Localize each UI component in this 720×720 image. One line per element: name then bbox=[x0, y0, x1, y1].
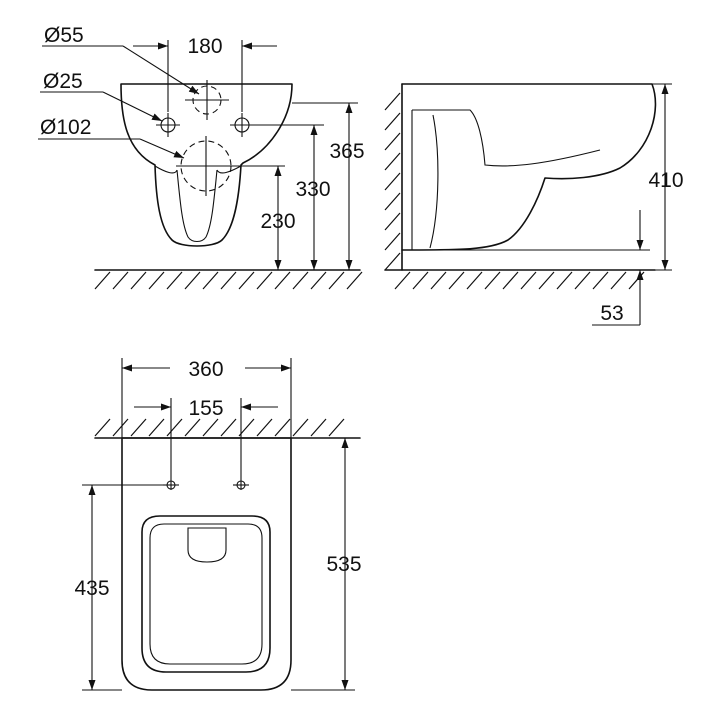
dim-360-label: 360 bbox=[188, 358, 223, 381]
side-bowl-inner bbox=[412, 109, 601, 167]
side-bowl-outline bbox=[401, 83, 657, 251]
dim-535-label: 535 bbox=[326, 553, 361, 576]
dim-25-label: Ø25 bbox=[43, 70, 83, 93]
front-floor-hatch bbox=[94, 271, 363, 290]
dim-155-label: 155 bbox=[188, 397, 223, 420]
plan-drain-opening bbox=[187, 527, 227, 563]
plan-bowl-outline bbox=[121, 437, 292, 691]
leader-25 bbox=[102, 91, 163, 122]
leader-55 bbox=[122, 45, 200, 95]
side-inner-channel bbox=[429, 114, 439, 249]
side-view: 410 53 bbox=[384, 83, 684, 326]
side-wall-hatch bbox=[384, 92, 401, 271]
plan-wall-hatch bbox=[94, 418, 345, 437]
dim-55-label: Ø55 bbox=[44, 24, 84, 47]
dim-230-label: 230 bbox=[260, 210, 295, 233]
dim-180-label: 180 bbox=[187, 35, 222, 58]
side-floor-hatch bbox=[394, 271, 645, 290]
front-bowl-foot bbox=[154, 165, 242, 174]
dim-410-label: 410 bbox=[648, 169, 683, 192]
leader-102 bbox=[139, 138, 185, 159]
front-view: 180 Ø55 Ø25 Ø102 365 330 230 bbox=[38, 24, 365, 290]
dim-102-label: Ø102 bbox=[40, 116, 91, 139]
dim-53-label: 53 bbox=[600, 302, 623, 325]
front-bowl-outline bbox=[120, 83, 293, 247]
plan-view: 360 155 535 435 bbox=[74, 358, 362, 691]
dim-330-label: 330 bbox=[295, 178, 330, 201]
front-bowl-inner bbox=[176, 169, 218, 243]
plan-seat-outline bbox=[141, 515, 271, 673]
plan-seat-inner bbox=[149, 523, 263, 665]
dim-435-label: 435 bbox=[74, 577, 109, 600]
dim-365-label: 365 bbox=[329, 140, 364, 163]
